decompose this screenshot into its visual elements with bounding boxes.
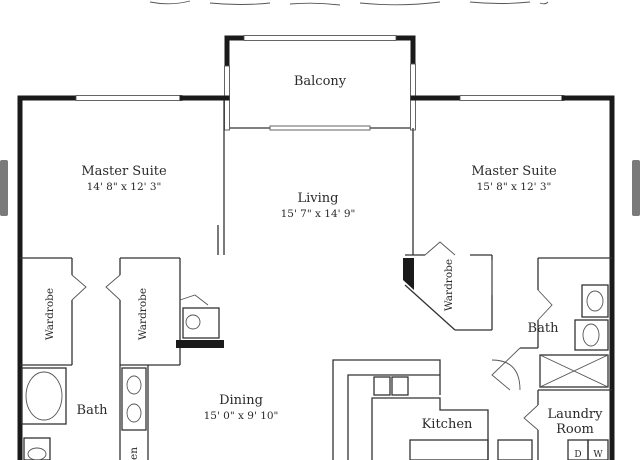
wardrobe-1-label: Wardrobe [44,288,56,340]
bath-left-label: Bath [77,403,109,418]
kitchen-label: Kitchen [422,417,473,432]
dryer-label: D [574,450,581,460]
wall-pier-right [403,258,414,290]
door-swings [71,241,553,431]
living-dims: 15' 7" x 14' 9" [281,208,356,220]
dining-label: Dining [219,393,263,408]
fixtures [21,284,609,460]
balcony-label: Balcony [294,74,347,89]
exterior-walls [17,95,615,460]
washer-label: W [593,450,603,460]
next-arrow-button[interactable] [632,160,640,216]
laundry-label-line2: Room [556,422,594,437]
dining-dims: 15' 0" x 9' 10" [204,410,279,422]
living-label: Living [298,191,339,206]
wardrobe-3-label: Wardrobe [443,259,455,311]
prev-arrow-button[interactable] [0,160,8,216]
master-suite-right-dims: 15' 8" x 12' 3" [477,181,552,193]
balcony: Balcony [224,35,416,131]
laundry-label-line1: Laundry [547,407,603,422]
wardrobe-2-label: Wardrobe [137,288,149,340]
master-suite-right-label: Master Suite [471,164,557,179]
master-suite-left-dims: 14' 8" x 12' 3" [87,181,162,193]
caption-fragment [149,0,549,6]
master-suite-left-label: Master Suite [81,164,167,179]
linen-label: Linen [128,447,140,460]
wall-pier-left [176,340,224,348]
interior-walls [20,100,612,460]
bath-right-label: Bath [528,321,560,336]
